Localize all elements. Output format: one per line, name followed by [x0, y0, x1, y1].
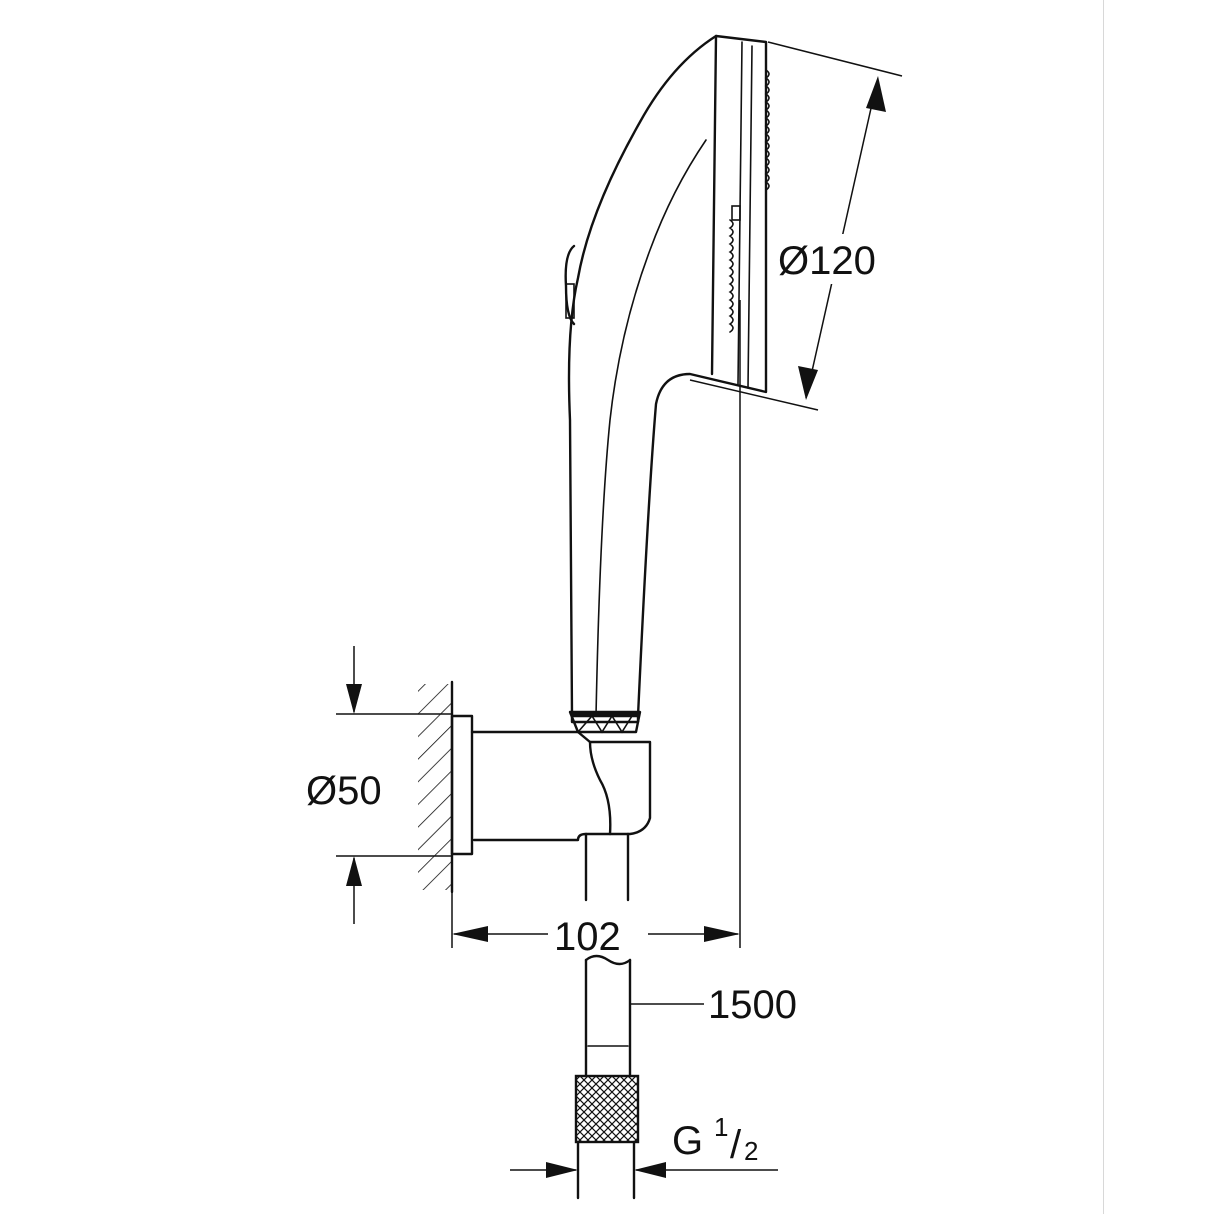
dim-head-diameter: Ø120	[689, 41, 903, 411]
dim-ext-top	[767, 41, 903, 77]
holder-rosette	[450, 714, 474, 856]
spray-nozzles-lower	[728, 219, 734, 333]
label-thread-prefix: G	[672, 1119, 703, 1163]
arrow-thread-left	[546, 1162, 578, 1178]
arrow-102-left	[452, 926, 488, 942]
label-thread-numerator: 1	[714, 1112, 728, 1142]
wall-hatching	[418, 684, 452, 890]
holder-arm-curve	[588, 740, 612, 836]
hose-knurled-nut	[574, 1074, 640, 1144]
holder-cone-grip	[577, 714, 633, 734]
dim-ext-bottom	[689, 379, 819, 411]
spray-nozzles-upper	[764, 69, 770, 191]
holder-cone-outline	[568, 710, 642, 734]
label-projection: 102	[554, 915, 621, 959]
page-edge-line	[1103, 0, 1104, 1214]
label-thread-slash: /	[730, 1123, 742, 1167]
shower-handle-outline	[567, 34, 768, 718]
spray-selector-notch	[731, 205, 741, 221]
hand-shower	[564, 34, 770, 724]
shower-handle-contour	[595, 139, 707, 717]
arrow-50-top	[346, 684, 362, 714]
shower-head-face-line-2	[747, 45, 753, 389]
dim-projection: 102	[451, 300, 741, 959]
dim-holder-diameter: Ø50	[306, 646, 452, 924]
arrow-120-top	[866, 76, 886, 112]
label-head-diameter: Ø120	[778, 239, 876, 283]
label-hose-length: 1500	[708, 983, 797, 1027]
hose-break-mark	[584, 954, 632, 966]
shower-bottom-connector	[570, 712, 640, 724]
label-bg-120	[778, 234, 896, 284]
dim-thread: G 1 / 2	[510, 1112, 778, 1178]
arrow-thread-right	[634, 1162, 666, 1178]
spray-button-pad	[565, 283, 575, 319]
arrow-120-bottom	[798, 366, 818, 400]
hose	[574, 832, 640, 1200]
arrow-50-bottom	[346, 856, 362, 886]
label-thread-denominator: 2	[744, 1136, 758, 1166]
wall-holder	[450, 710, 652, 856]
shower-head-front-edge	[710, 34, 718, 376]
holder-arm	[470, 730, 652, 842]
label-holder-diameter: Ø50	[306, 769, 382, 813]
arrow-102-right	[704, 926, 740, 942]
dim-hose-length: 1500	[630, 983, 797, 1027]
